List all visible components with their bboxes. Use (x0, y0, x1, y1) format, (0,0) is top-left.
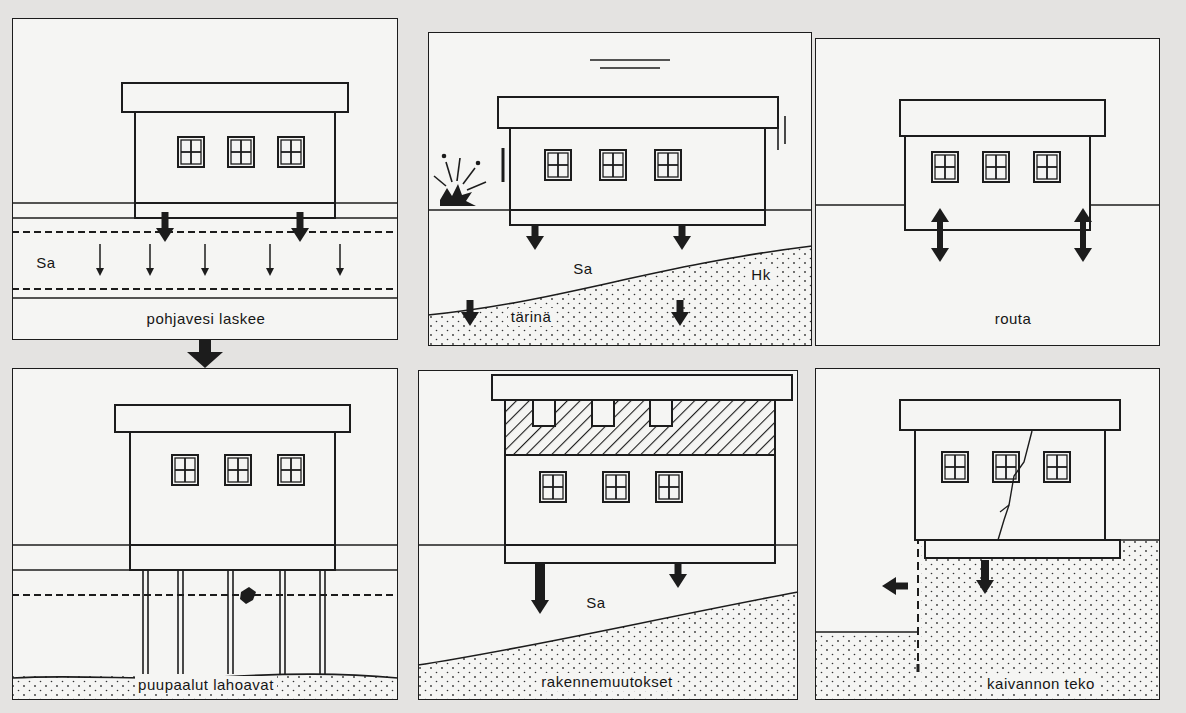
structural-change-scene (418, 375, 798, 700)
soil-label: Sa (33, 254, 58, 272)
soil-label: Sa (583, 594, 608, 612)
rotting-piles-scene (12, 405, 398, 700)
panel-caption: pohjavesi laskee (144, 310, 269, 328)
vibration-scene (428, 60, 812, 346)
panel-caption: kaivannon teko (984, 675, 1098, 693)
panel-box: kaivannon teko (815, 368, 1160, 700)
frost-scene (815, 100, 1160, 248)
panel-box: Sa rakennemuutokset (418, 370, 798, 700)
panel-caption: puupaalut lahoavat (135, 676, 277, 694)
panel-caption: rakennemuutokset (538, 673, 675, 691)
excavation-scene (815, 400, 1160, 700)
flow-arrow (199, 340, 211, 352)
groundwater-scene (12, 83, 398, 298)
soil-label: Hk (748, 266, 773, 284)
panel-box: routa (815, 38, 1160, 346)
panel-box: Sa Hk tärinä (428, 32, 812, 346)
panel-caption: tärinä (508, 308, 555, 326)
panel-box: puupaalut lahoavat (12, 368, 398, 700)
panel-caption: routa (992, 310, 1035, 328)
soil-label: Sa (570, 260, 595, 278)
panel-ground (12, 18, 1160, 700)
panel-box: Sa pohjavesi laskee (12, 18, 398, 340)
